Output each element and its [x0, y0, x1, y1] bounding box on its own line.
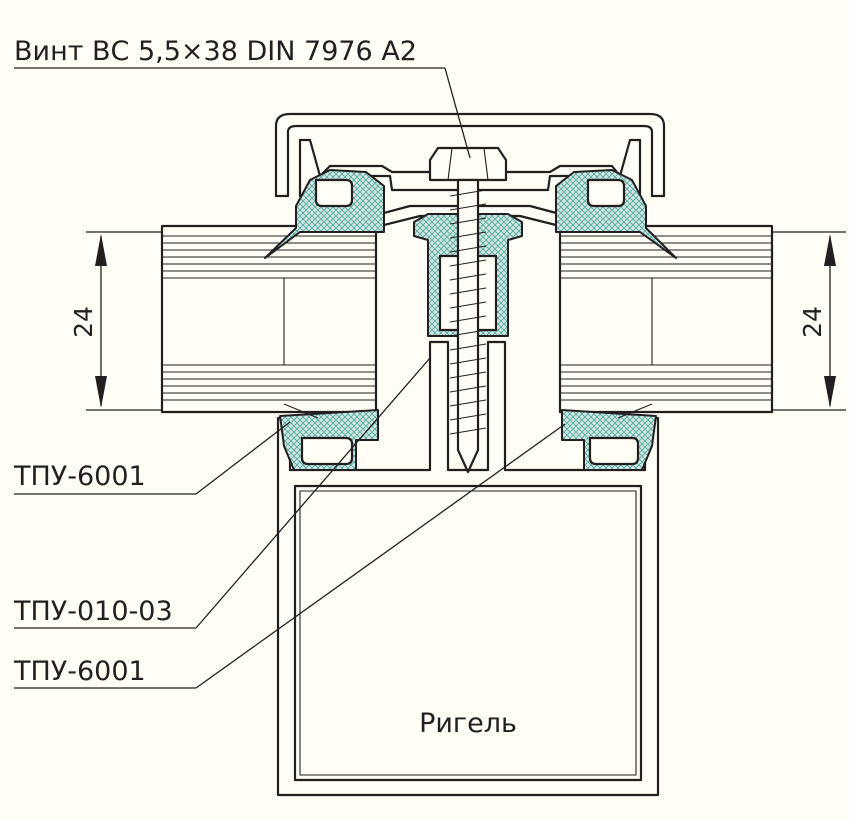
screw: [428, 146, 508, 474]
gasket-top-right: [555, 169, 677, 259]
leader-gasket-center: [14, 357, 431, 629]
gasket-right-label: ТПУ-6001: [13, 656, 146, 687]
gasket-bottom-right: [561, 403, 657, 471]
gasket-bottom-left: [279, 403, 379, 471]
dimension-left-value: 24: [69, 306, 98, 338]
gasket-left-label: ТПУ-6001: [13, 461, 146, 492]
transom-label: Ригель: [419, 708, 517, 739]
glass-unit-right: [558, 224, 774, 414]
leader-screw: [14, 67, 471, 159]
gasket-center-label: ТПУ-010-03: [13, 596, 173, 627]
glass-unit-left: [160, 224, 378, 414]
gasket-top-left: [264, 169, 385, 259]
dimension-right: [772, 231, 846, 411]
transom-profile: [276, 340, 660, 797]
dimension-right-value: 24: [798, 306, 827, 338]
dimension-left: [86, 231, 162, 411]
leader-gasket-right: [14, 423, 566, 689]
leader-gasket-left: [14, 421, 291, 495]
screw-label: Винт ВС 5,5×38 DIN 7976 A2: [14, 36, 417, 67]
